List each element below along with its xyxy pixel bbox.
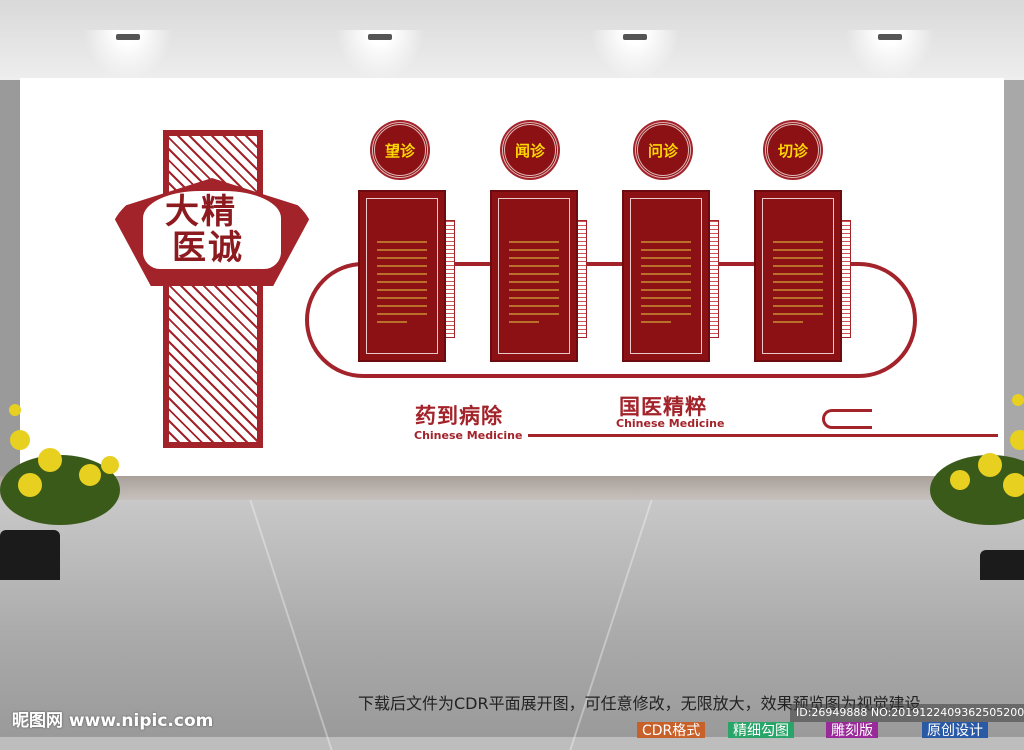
spotlight [845, 30, 935, 80]
lattice-tab [445, 220, 455, 338]
slogan-title-2: 国医精粹 [619, 395, 707, 419]
text-panel-3 [622, 190, 710, 362]
lattice-tab [577, 220, 587, 338]
wall-edge [1004, 80, 1024, 480]
seal-qie: 切诊 [765, 122, 821, 178]
emblem-title-2: 医诚 [172, 228, 244, 268]
badge-fine-outline: 精细勾图 [728, 722, 794, 738]
lattice-pillar [163, 130, 263, 448]
text-panel-2 [490, 190, 578, 362]
wall-edge [0, 80, 20, 480]
slogan-subtitle-2: Chinese Medicine [616, 417, 725, 430]
spotlight [590, 30, 680, 80]
slogan-title-1: 药到病除 [415, 404, 503, 428]
wall-ledge [0, 476, 1024, 500]
badge-engraving: 雕刻版 [826, 722, 878, 738]
seal-wen-ask: 问诊 [635, 122, 691, 178]
badge-cdr: CDR格式 [637, 722, 706, 738]
racetrack-line [305, 262, 917, 378]
download-notice: 下载后文件为CDR平面展开图，可任意修改，无限放大，效果预览图为视觉建设 [358, 694, 921, 713]
emblem-title-1: 大精 [165, 192, 237, 232]
potted-plant-right [930, 394, 1024, 580]
scroll-ornament-icon [822, 409, 872, 429]
watermark: 昵图网 www.nipic.com [12, 711, 214, 731]
divider-line [528, 434, 998, 437]
spotlight [335, 30, 425, 80]
seal-wang: 望诊 [372, 122, 428, 178]
spotlight [83, 30, 173, 80]
lattice-tab [841, 220, 851, 338]
text-panel-1 [358, 190, 446, 362]
potted-plant-left [0, 404, 120, 580]
seal-wen-listen: 闻诊 [502, 122, 558, 178]
image-id: ID:26949888 NO:20191224093625052000 [790, 704, 1024, 722]
fan-emblem-inner [140, 188, 284, 272]
text-panel-4 [754, 190, 842, 362]
slogan-subtitle-1: Chinese Medicine [414, 429, 523, 442]
lattice-tab [709, 220, 719, 338]
badge-original: 原创设计 [922, 722, 988, 738]
floor [0, 500, 1024, 737]
